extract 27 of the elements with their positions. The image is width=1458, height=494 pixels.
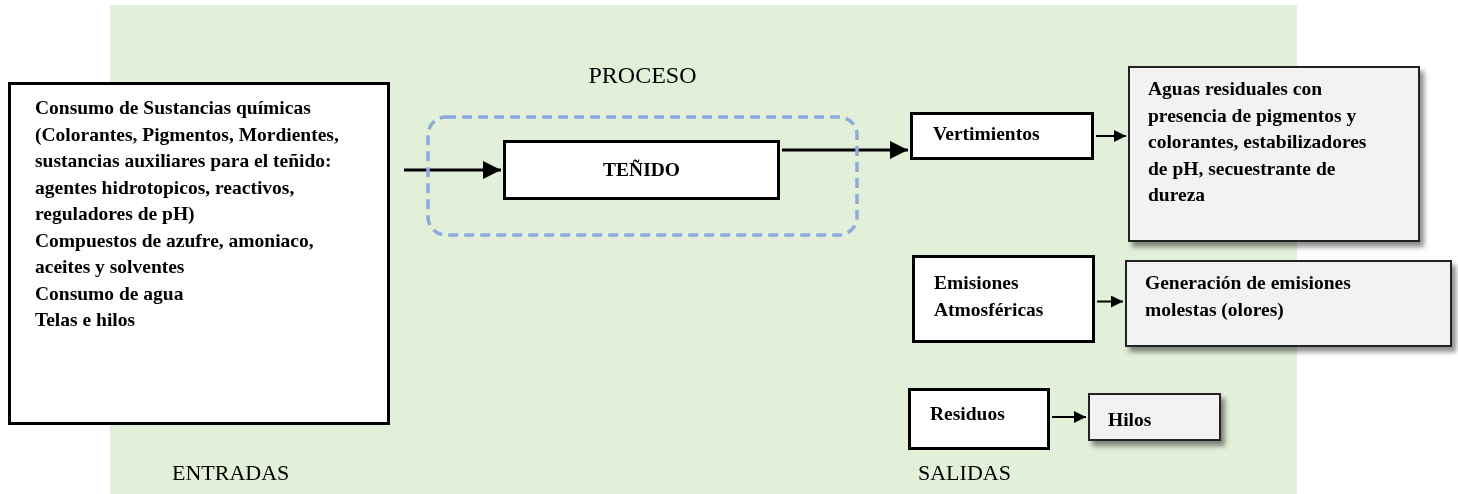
arrow — [782, 141, 908, 159]
process-box — [912, 255, 1095, 343]
arrow — [1096, 295, 1124, 308]
box-text: Residuos — [930, 402, 1006, 426]
box-text: Compuestos de azufre, amoniaco, aceites y solventes — [35, 228, 315, 279]
section-label: ENTRADAS — [172, 460, 290, 486]
process-box — [8, 82, 390, 425]
box-text: Consumo de Sustancias químicas (Colorantes, Pigmentos, Mordientes, sustancias auxiliares para el teñido: agentes hidrotopicos, reactivos, reguladores de pH) — [35, 96, 340, 226]
output-box — [1125, 260, 1452, 347]
group-heading: PROCESO — [587, 62, 698, 89]
process-box — [908, 388, 1050, 450]
output-box — [1088, 393, 1221, 441]
box-text: Vertimientos — [933, 122, 1041, 146]
output-box — [1128, 66, 1420, 242]
process-box — [910, 112, 1094, 160]
box-text: TEÑIDO — [602, 158, 681, 182]
arrow — [1051, 411, 1087, 423]
arrow — [404, 161, 501, 179]
section-label: SALIDAS — [918, 460, 1011, 486]
box-text: Telas e hilos — [35, 308, 137, 332]
box-text: Hilos — [1108, 408, 1153, 432]
box-text: Consumo de agua — [35, 281, 185, 306]
box-text: Generación de emisiones molestas (olores) — [1145, 271, 1352, 322]
box-text: Aguas residuales con presencia de pigmentos y colorantes, estabilizadores de pH, secuestrante de dureza — [1148, 77, 1368, 207]
process-box — [503, 140, 780, 200]
box-text: Emisiones Atmosféricas — [934, 271, 1045, 322]
arrow — [1095, 130, 1127, 142]
